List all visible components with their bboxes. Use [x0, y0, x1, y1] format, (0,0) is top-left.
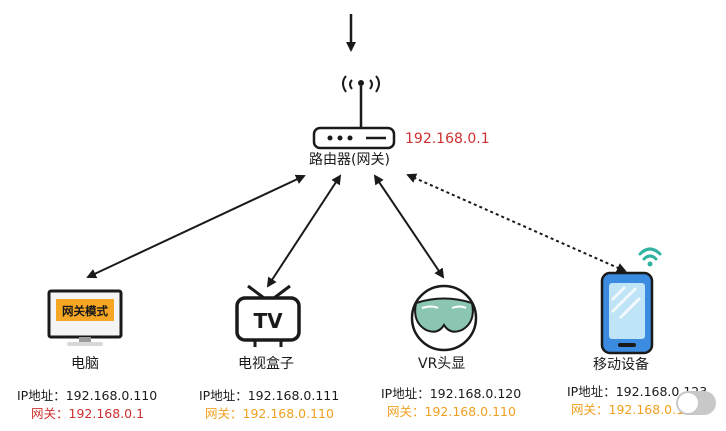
ip-value: 192.168.0.120: [429, 386, 522, 401]
gateway-label: 网关：: [31, 406, 69, 421]
tv-icon: TV: [235, 284, 301, 347]
router-icon: [312, 75, 396, 150]
gateway-label: 网关：: [571, 402, 609, 417]
device-name-tvbox: 电视盒子: [238, 356, 294, 372]
device-name-mobile: 移动设备: [593, 357, 649, 373]
ip-value: 192.168.0.110: [65, 388, 158, 403]
pc-info: IP地址：192.168.0.110 网关：192.168.0.1: [17, 387, 157, 423]
gateway-value: 192.168.0.110: [424, 404, 516, 419]
pc-screen-text: 网关模式: [62, 304, 108, 318]
device-name-vr: VR头显: [418, 356, 466, 372]
ip-value: 192.168.0.111: [247, 388, 340, 403]
monitor-icon: 网关模式: [47, 289, 123, 346]
overlay-toggle[interactable]: [676, 391, 716, 415]
router-ip: 192.168.0.1: [405, 131, 490, 147]
link-vr: [373, 174, 445, 279]
gateway-value: 192.168.0.1: [68, 406, 145, 421]
wifi-icon: [638, 247, 662, 267]
ip-label: IP地址：: [199, 388, 248, 403]
vr-info: IP地址：192.168.0.120 网关：192.168.0.110: [381, 385, 521, 421]
tvbox-info: IP地址：192.168.0.111 网关：192.168.0.110: [199, 387, 339, 423]
gateway-label: 网关：: [205, 406, 243, 421]
router-name: 路由器(网关): [309, 152, 390, 168]
gateway-value: 192.168.0.110: [242, 406, 334, 421]
phone-icon: [600, 271, 654, 355]
vr-headset-icon: [410, 284, 478, 352]
gateway-label: 网关：: [387, 404, 425, 419]
device-name-pc: 电脑: [71, 356, 99, 372]
toggle-knob: [678, 393, 698, 413]
link-mobile: [406, 173, 627, 273]
ip-label: IP地址：: [567, 384, 616, 399]
tv-screen-text: TV: [253, 309, 283, 333]
ip-label: IP地址：: [381, 386, 430, 401]
link-tvbox: [266, 174, 342, 288]
link-pc: [86, 174, 306, 279]
ip-label: IP地址：: [17, 388, 66, 403]
